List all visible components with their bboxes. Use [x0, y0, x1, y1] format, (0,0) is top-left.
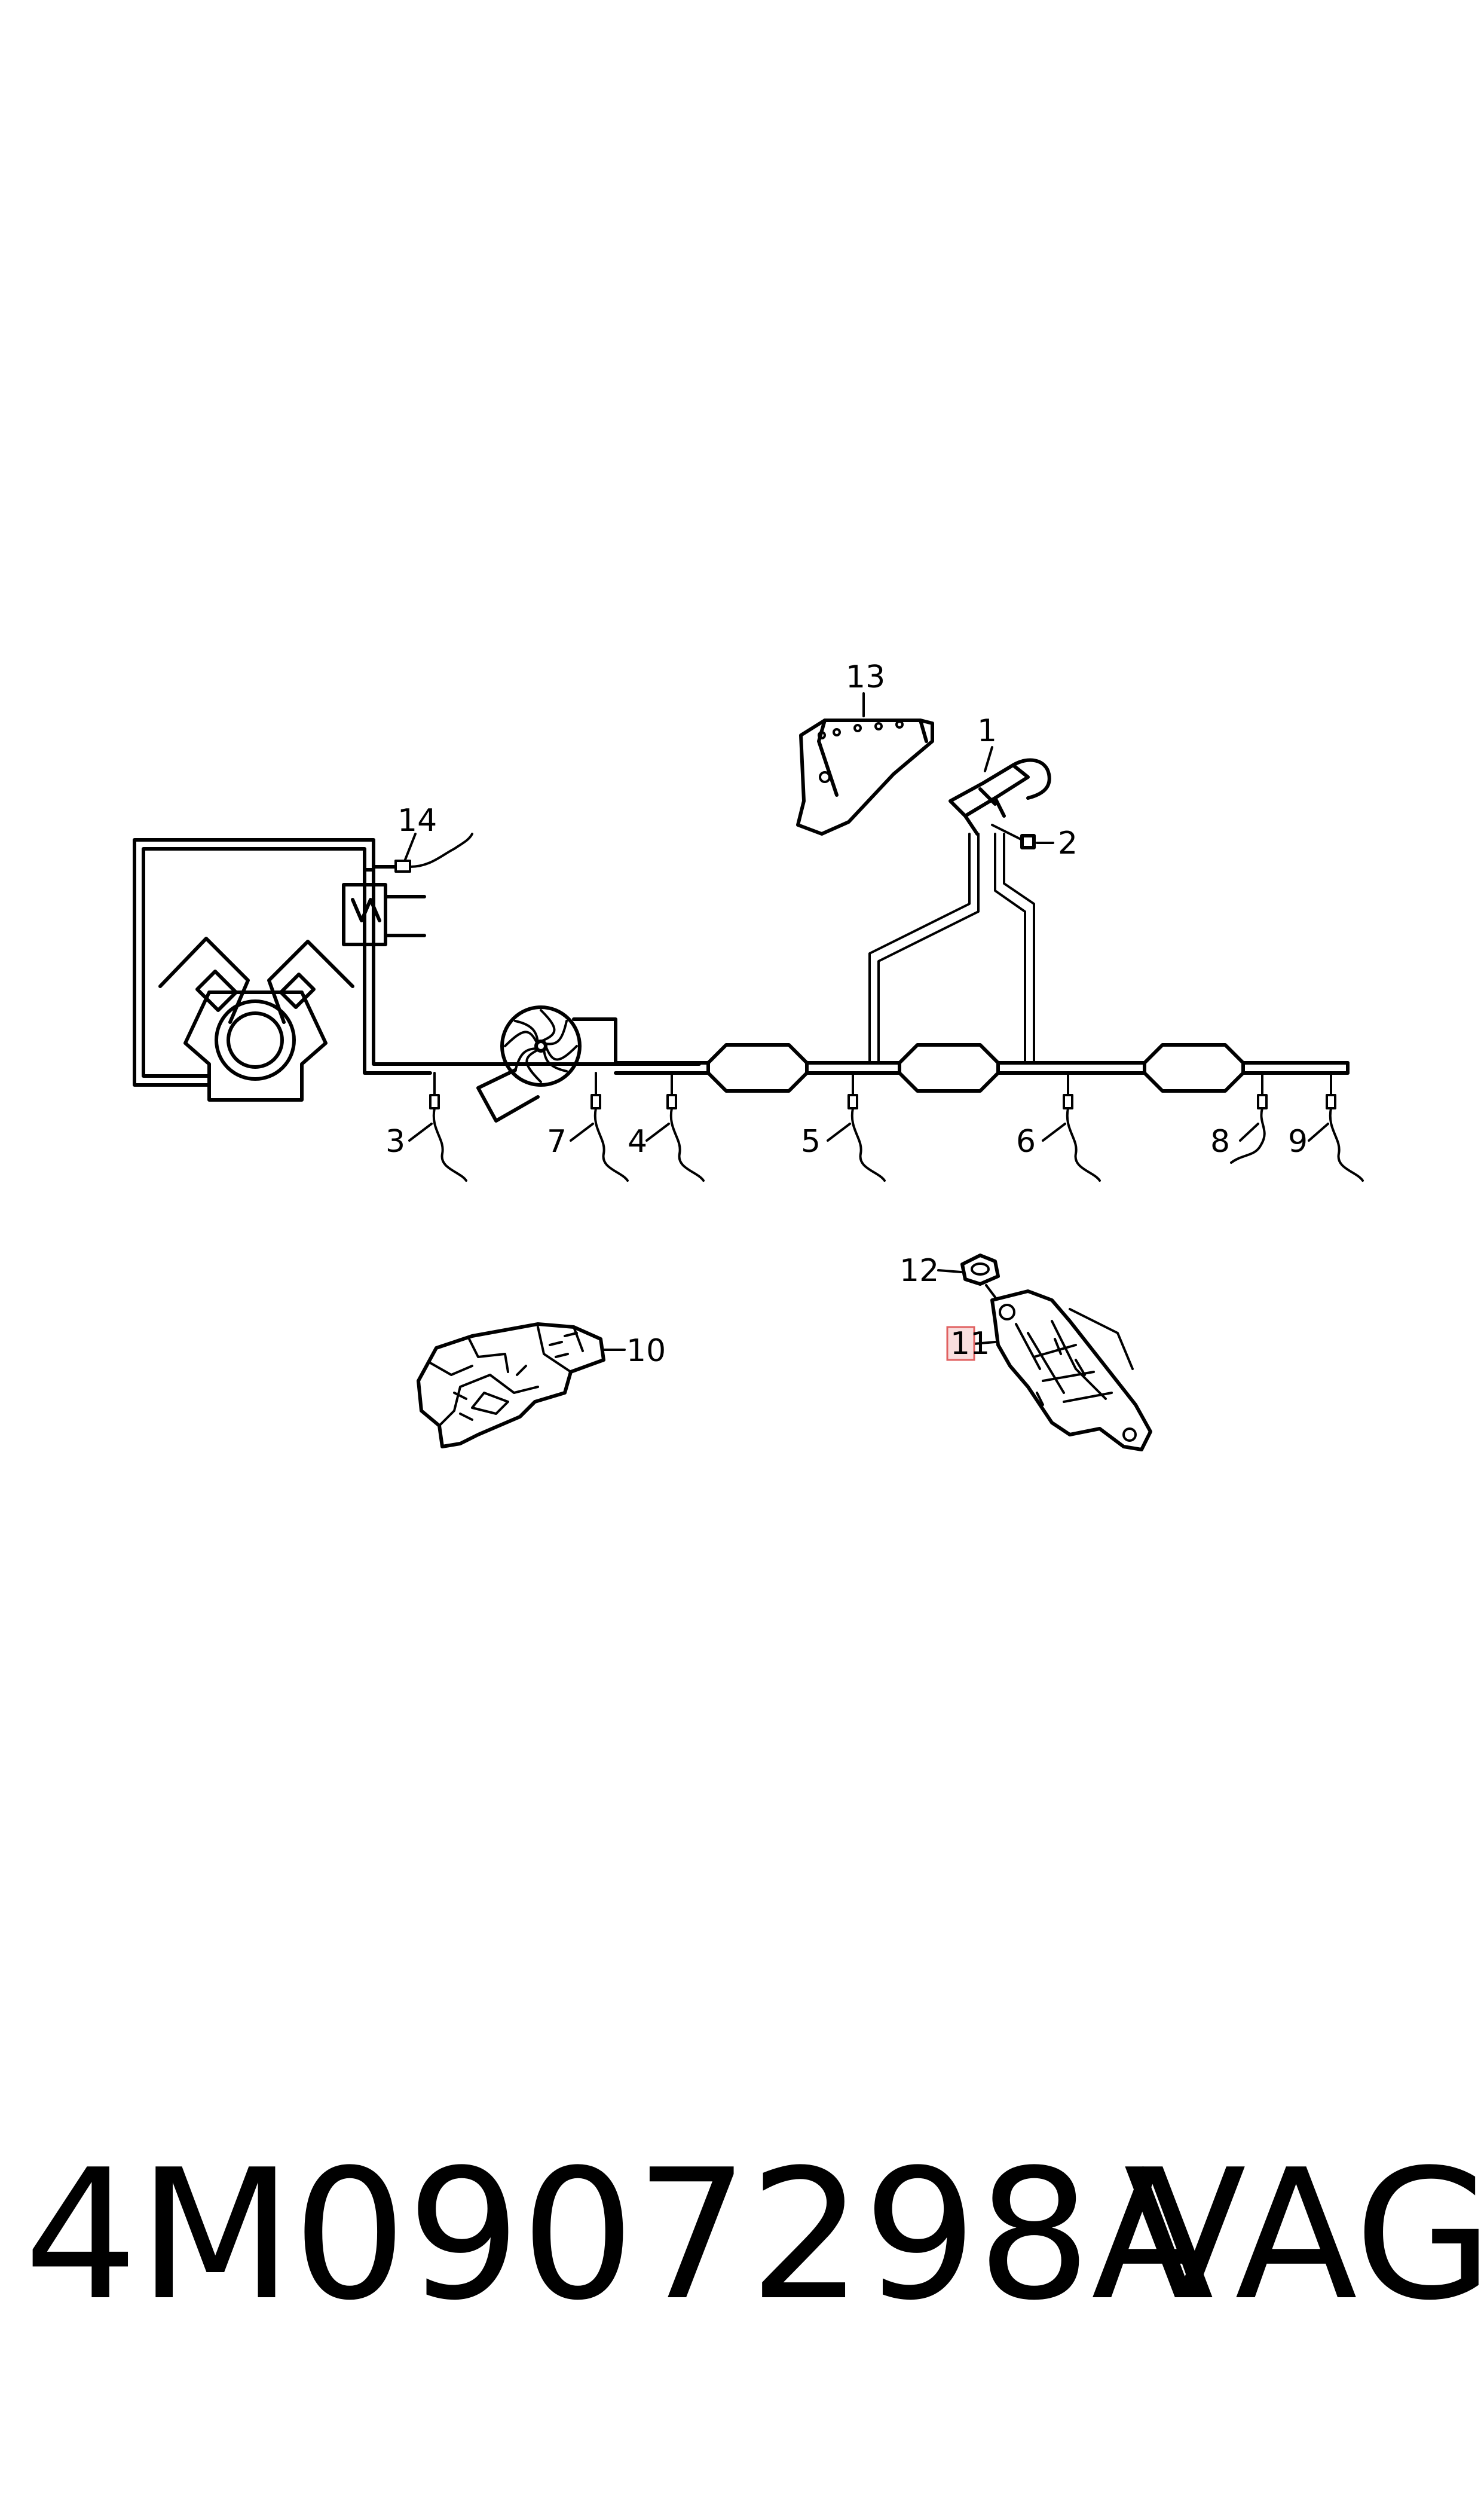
sensor-14	[394, 833, 473, 873]
callout-2: 2	[1058, 826, 1078, 861]
temp-sensor-8	[1230, 1072, 1268, 1164]
bracket-11	[973, 1289, 1152, 1451]
turbocharger	[476, 1005, 617, 1123]
bracket-10	[417, 1322, 626, 1448]
pressure-tubes	[868, 833, 1035, 1064]
pressure-sensor-1	[948, 746, 1051, 836]
callout-5: 5	[801, 1124, 821, 1160]
heat-exchanger	[342, 865, 426, 946]
callout-14: 14	[397, 803, 437, 839]
callout-10: 10	[626, 1333, 666, 1369]
callout-11: 11	[950, 1326, 990, 1362]
callout-12: 12	[899, 1253, 939, 1289]
temp-sensor-4	[645, 1072, 705, 1182]
callout-9: 9	[1288, 1124, 1308, 1160]
bracket-13	[796, 692, 934, 836]
callout-13: 13	[846, 659, 885, 695]
exhaust-pipe	[614, 1043, 1350, 1093]
temp-sensor-7	[570, 1072, 629, 1182]
part-number: 4M0907298A	[24, 2131, 1214, 2340]
temp-sensor-5	[827, 1072, 886, 1182]
brand-name: VAG	[1124, 2131, 1484, 2340]
callout-4: 4	[628, 1124, 647, 1160]
callout-11-highlight	[946, 1326, 975, 1361]
nut-12	[937, 1254, 1000, 1298]
callout-8: 8	[1210, 1124, 1230, 1160]
temp-sensor-6	[1042, 1072, 1101, 1182]
callout-7: 7	[547, 1124, 567, 1160]
temp-sensor-9	[1308, 1072, 1364, 1182]
callout-1: 1	[977, 713, 997, 749]
temp-sensor-3	[408, 1072, 467, 1182]
screw-2	[991, 824, 1054, 849]
callout-6: 6	[1016, 1124, 1036, 1160]
callout-3: 3	[385, 1124, 405, 1160]
